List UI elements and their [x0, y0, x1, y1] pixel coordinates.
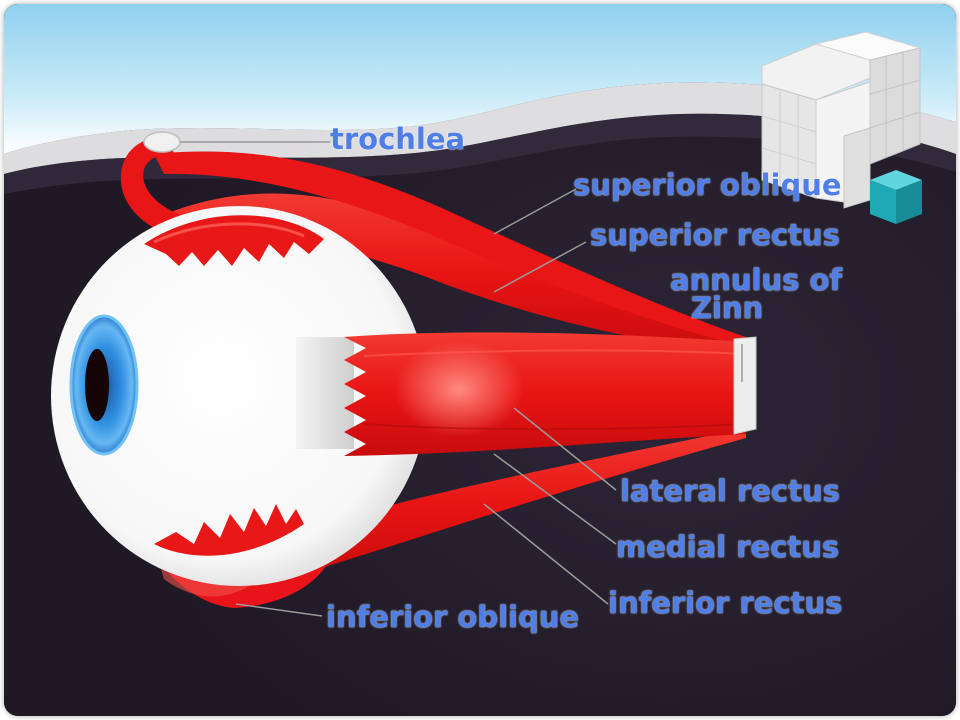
label-annulus-line1: annulus of: [670, 263, 842, 297]
label-medial-rectus: medial rectus: [616, 530, 840, 564]
cube-logo-icon: [761, 31, 922, 224]
eye-muscles-illustration: [4, 4, 956, 716]
label-trochlea: trochlea: [330, 122, 466, 156]
label-inferior-rectus: inferior rectus: [608, 586, 843, 620]
label-superior-rectus: superior rectus: [590, 218, 840, 252]
sky-header: [4, 4, 956, 154]
eyeball: [51, 206, 427, 586]
label-lateral-rectus: lateral rectus: [620, 474, 840, 508]
wave-highlight: [4, 82, 956, 174]
superior-oblique-muscle: [154, 151, 746, 347]
trochlea-pulley: [143, 131, 181, 153]
label-annulus-of-zinn: annulus of Zinn: [670, 263, 842, 323]
label-superior-oblique: superior oblique: [573, 168, 842, 202]
inferior-rectus-muscle: [254, 428, 746, 579]
label-annulus-line2: Zinn: [690, 291, 764, 325]
label-inferior-oblique: inferior oblique: [326, 600, 580, 634]
slide: trochlea superior oblique superior rectu…: [4, 4, 956, 716]
annulus-of-zinn: [733, 336, 757, 435]
leader-lines: [180, 141, 743, 617]
lateral-rectus-tendon: [296, 337, 354, 449]
pupil: [85, 349, 109, 421]
trochlea-loop: [120, 136, 199, 240]
